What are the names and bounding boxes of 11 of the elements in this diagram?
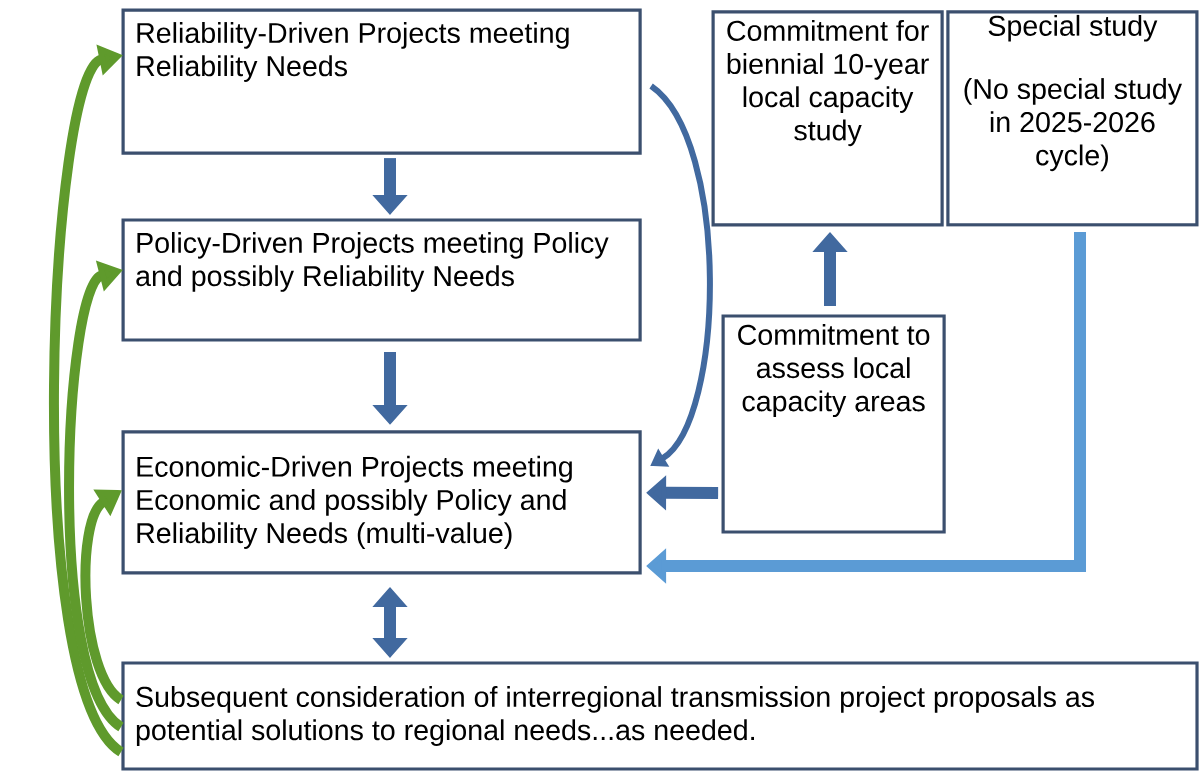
arrow: [80, 489, 125, 704]
arrow: [49, 44, 125, 756]
arrow: [649, 83, 713, 467]
process-box: Subsequent consideration of interregional transmission project proposals as potential solutions to regional needs...as needed.: [121, 661, 1199, 771]
process-box: Reliability-Driven Projects meeting Reliability Needs: [121, 8, 642, 155]
arrow: [64, 260, 125, 731]
process-box: Commitment to assess local capacity areas: [721, 314, 946, 534]
process-box: Policy-Driven Projects meeting Policy and possibly Reliability Needs: [121, 218, 642, 342]
process-box: Special study (No special study in 2025-2026 cycle): [946, 10, 1199, 227]
process-box: Commitment for biennial 10-year local capacity study: [711, 10, 944, 227]
process-box: Economic-Driven Projects meeting Economic and possibly Policy and Reliability Needs (multi-value): [121, 430, 642, 575]
